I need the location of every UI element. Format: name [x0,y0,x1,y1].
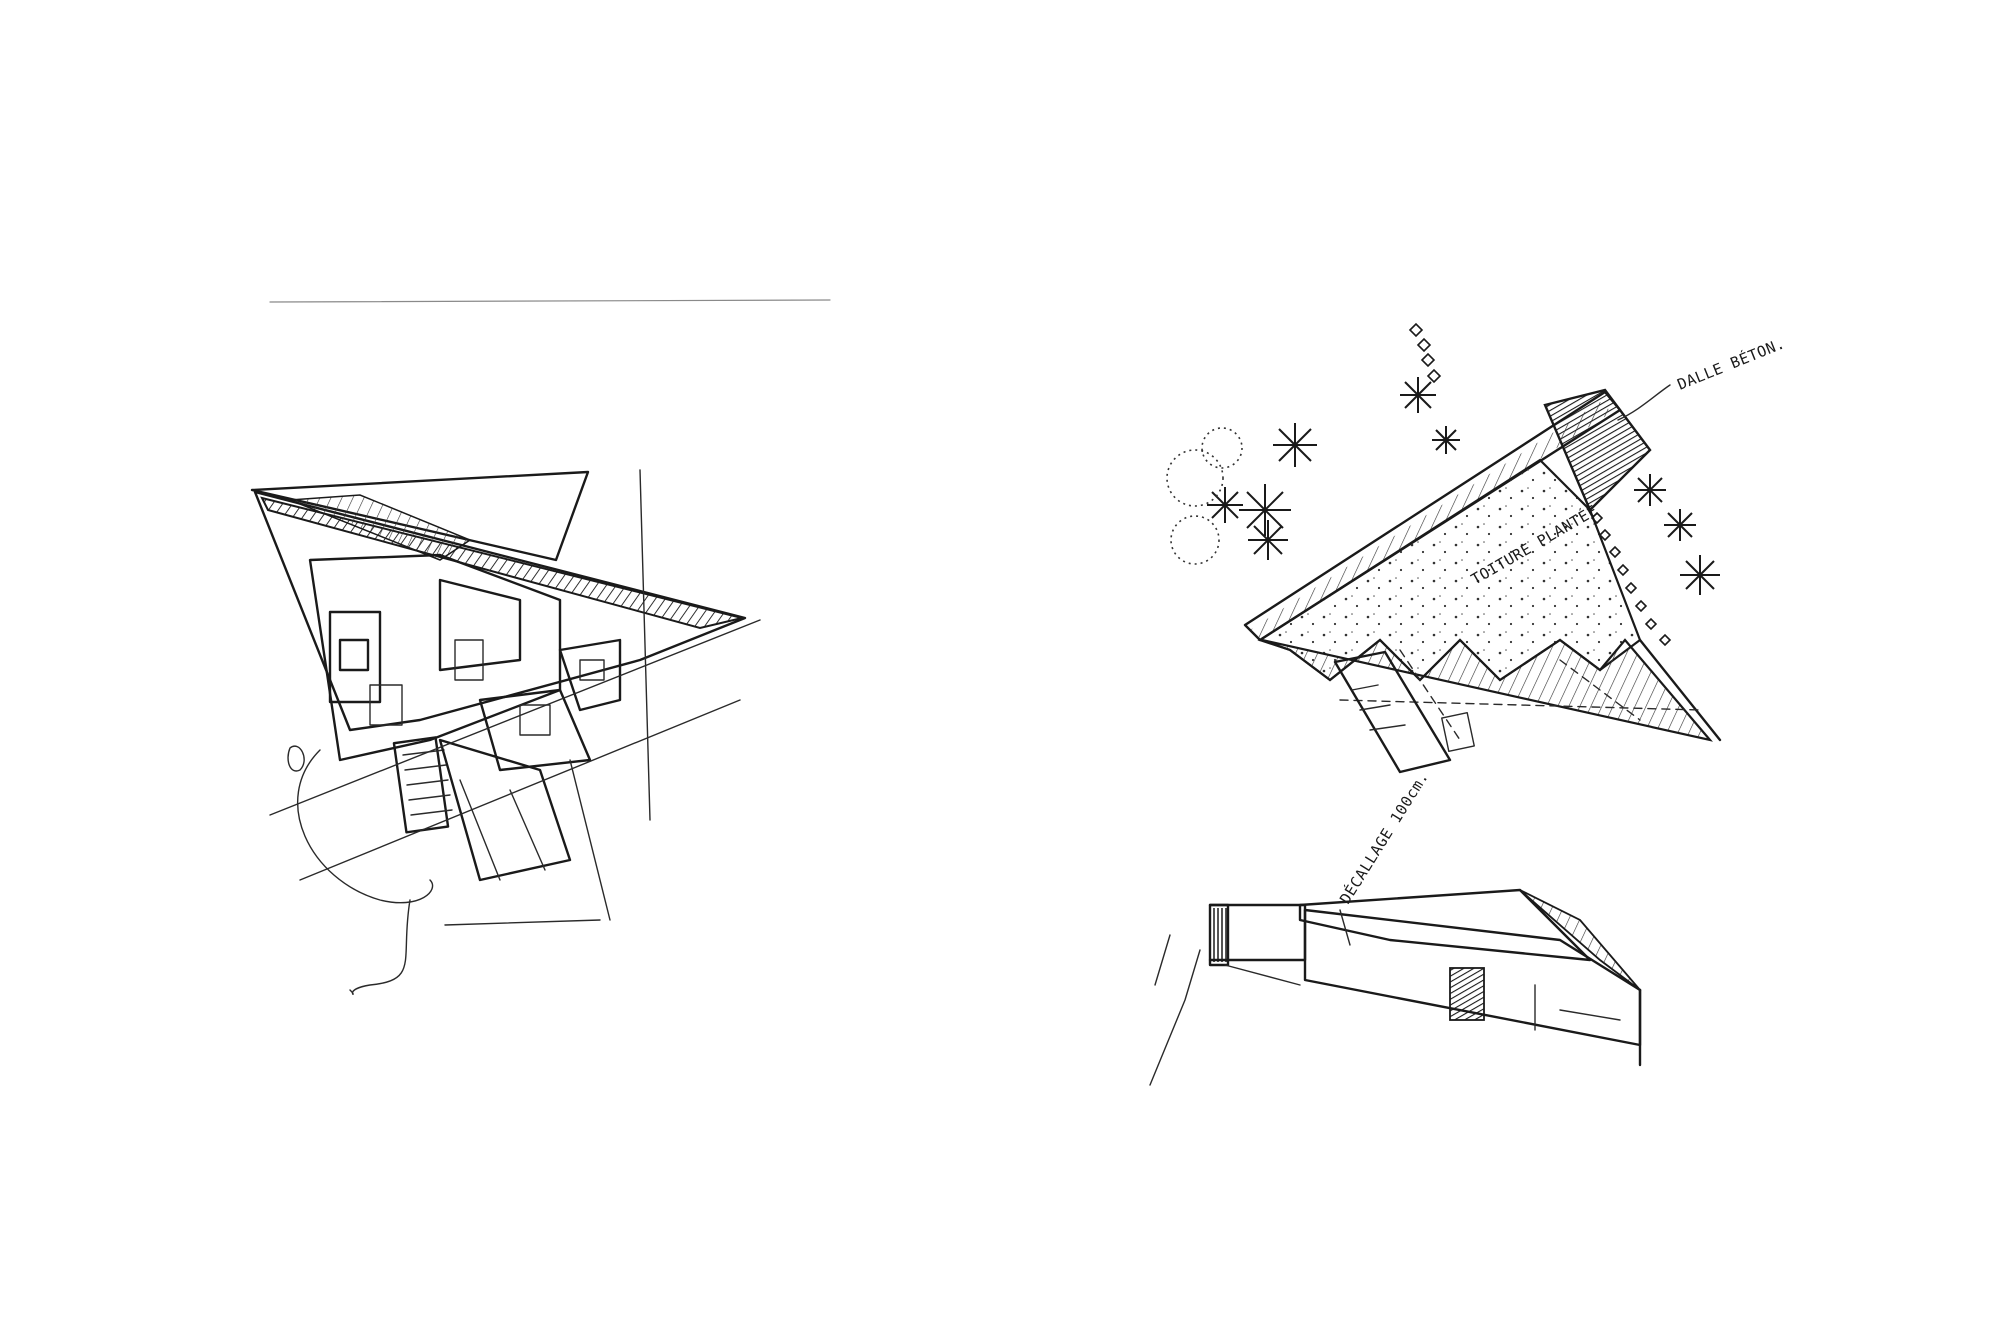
facade-joint-2 [1559,1009,1621,1021]
ground-line-2 [1224,964,1301,986]
left-volume [1208,903,1307,962]
lower-extension [438,738,572,882]
concrete-slab-hatch [1543,388,1652,513]
roof-edge-hatch [1250,402,1612,640]
offset-leader [1339,909,1351,946]
floor-plan-sketch [250,469,761,995]
roof-edge-hatch-right [1519,889,1641,991]
dashed-line-1 [1339,699,1701,711]
dashed-line-2 [1399,649,1461,741]
central-body [308,553,562,762]
construction-line-2 [299,699,741,881]
slab-label: DALLE BÉTON. [1674,333,1787,393]
construction-line-1 [269,619,761,816]
approach-path [349,899,411,995]
terrace-edge [1638,638,1722,742]
roof-edge-top [1243,390,1622,642]
left-slats [1213,908,1227,962]
construction-line-3 [639,469,651,821]
room-5 [558,638,622,712]
bed-1 [454,639,484,681]
hatched-terrace [1261,638,1713,742]
ext-line-2 [509,789,546,871]
palm-trees [1207,377,1720,595]
offset-label: DÉCALLAGE 100cm. [1335,768,1432,907]
arrow-mark [1154,934,1171,986]
ground-line [444,919,601,926]
construction-line-4 [569,759,611,921]
roof-plan-sketch: TOITURE PLANTÉE DALLE BÉTON. [1166,322,1788,774]
hatched-zone [289,494,472,561]
ground-line-1 [1149,949,1201,1086]
roof-triangle [1298,888,1592,962]
pool-deck-object [1441,711,1475,753]
tree-canopies [1166,427,1243,565]
slab-leader [1617,384,1671,421]
ext-line-1 [459,779,501,881]
facade-top-line [1303,908,1642,992]
room-3 [438,578,522,672]
stair [392,736,453,834]
scan-edge-line [269,299,831,303]
entry-arc [296,749,434,904]
bed-2 [519,704,551,736]
room-4 [478,688,592,772]
room-1-fixture [338,638,370,672]
slatted-door [1449,967,1485,1021]
elevation-sketch: DÉCALLAGE 100cm. [1149,768,1642,1086]
shrub-row [1408,322,1672,647]
main-wing-outline [253,490,747,732]
pool-lines [1351,684,1406,731]
dashed-line-3 [1559,659,1641,721]
tree-symbol [287,745,305,772]
bed-3 [579,659,605,681]
room-1 [328,610,382,704]
room-2 [369,684,403,726]
pool [1333,650,1452,774]
